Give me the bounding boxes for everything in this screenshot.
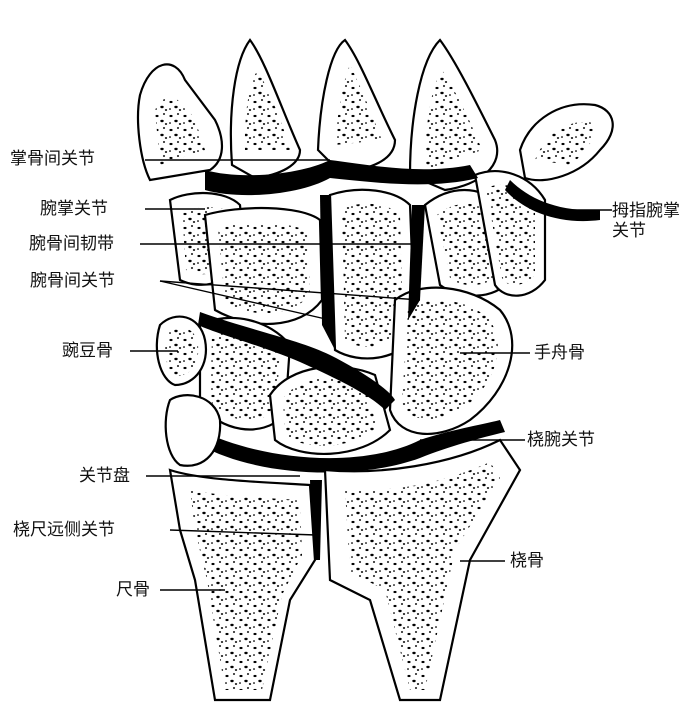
label-distal-radioulnar-joint: 桡尺远侧关节 [13,520,115,540]
label-carpometacarpal-joint: 腕掌关节 [40,199,108,219]
label-ulna: 尺骨 [116,580,150,600]
label-thumb-cmc-joint: 拇指腕掌关节 [612,201,686,241]
label-midcarpal-joint: 腕骨间关节 [30,271,115,291]
label-radius: 桡骨 [510,551,544,571]
label-metacarpal-joints: 掌骨间关节 [10,149,95,169]
label-radiocarpal-joint: 桡腕关节 [527,430,595,450]
label-scaphoid: 手舟骨 [534,343,585,363]
label-pisiform: 豌豆骨 [62,341,113,361]
label-articular-disc: 关节盘 [79,466,130,486]
label-intercarpal-ligament: 腕骨间韧带 [29,234,114,254]
